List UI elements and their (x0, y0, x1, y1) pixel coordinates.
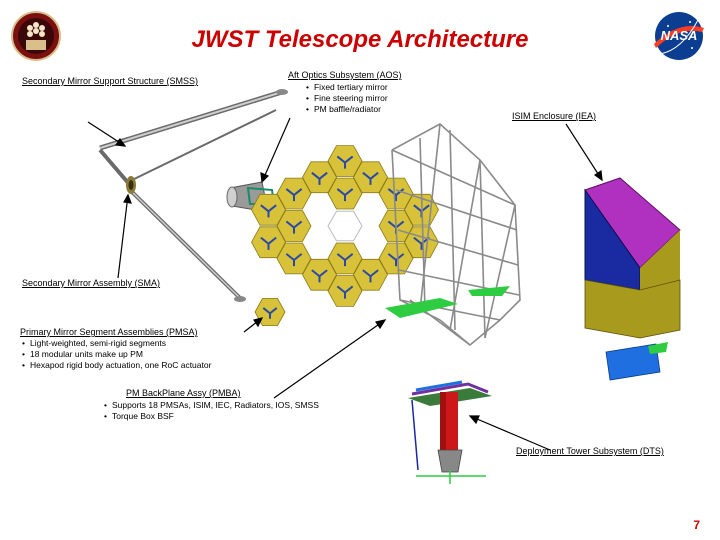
pmsa-bullet: 18 modular units make up PM (22, 349, 211, 360)
radiator-green-right (468, 286, 510, 296)
nasa-logo: NASA (652, 10, 706, 62)
segment-actuator (336, 253, 354, 267)
mirror-segment (276, 177, 312, 210)
label-pmba: PM BackPlane Assy (PMBA) Supports 18 PMS… (104, 388, 324, 422)
pmsa-bullets: Light-weighted, semi-rigid segments 18 m… (22, 338, 211, 371)
aos-bullet: Fine steering mirror (306, 93, 402, 104)
primary-mirror-center-opening (327, 210, 363, 242)
segment-actuator (336, 155, 354, 169)
pmsa-bullet: Hexapod rigid body actuation, one RoC ac… (22, 360, 211, 371)
segment-actuator (285, 188, 303, 202)
segment-actuator (311, 171, 328, 185)
pmsa-bullet: Light-weighted, semi-rigid segments (22, 338, 211, 349)
label-pmsa: Primary Mirror Segment Assemblies (PMSA)… (20, 327, 211, 371)
deployment-tower (408, 380, 492, 484)
label-aos-title: Aft Optics Subsystem (AOS) (288, 70, 402, 80)
mirror-segment (276, 210, 312, 242)
slide-title: JWST Telescope Architecture (191, 26, 529, 53)
sma (126, 176, 136, 194)
label-aos: Aft Optics Subsystem (AOS) Fixed tertiar… (288, 70, 402, 115)
segment-actuator (260, 236, 277, 250)
pm-backplane-truss (391, 123, 521, 347)
pmba-bullet: Supports 18 PMSAs, ISIM, IEC, Radiators,… (104, 400, 324, 411)
smss-hinge-lower (234, 296, 246, 302)
smss-hinge (276, 89, 288, 95)
segment-actuator (336, 285, 354, 299)
segment-actuator (311, 269, 328, 283)
smss-struts (98, 89, 283, 300)
primary-mirror-segments (251, 145, 439, 307)
detached-mirror-segment (254, 297, 286, 327)
segment-actuator (336, 188, 354, 202)
label-pmsa-title: Primary Mirror Segment Assemblies (PMSA) (20, 327, 198, 337)
segment-actuator (362, 171, 379, 185)
segment-actuator (387, 253, 405, 267)
segment-actuator (285, 253, 303, 267)
nasa-logo-text: NASA (661, 28, 698, 43)
aos-bullet: PM baffle/radiator (306, 104, 402, 115)
label-pmba-title: PM BackPlane Assy (PMBA) (126, 388, 241, 398)
pmba-bullet: Torque Box BSF (104, 411, 324, 422)
jwst-logo (10, 10, 62, 62)
segment-actuator (262, 307, 278, 319)
label-smss: Secondary Mirror Support Structure (SMSS… (22, 76, 199, 86)
mirror-segment (251, 226, 286, 259)
isim-enclosure (584, 177, 681, 339)
segment-actuator (362, 269, 379, 283)
segment-actuator (413, 236, 430, 250)
segment-actuator (285, 220, 303, 234)
segment-actuator (260, 204, 277, 218)
leader-arrows (87, 117, 603, 451)
label-sma: Secondary Mirror Assembly (SMA) (22, 278, 161, 288)
mirror-segment (276, 242, 312, 275)
pmba-bullets: Supports 18 PMSAs, ISIM, IEC, Radiators,… (104, 400, 324, 422)
page-number: 7 (693, 518, 700, 532)
iea-radiator (605, 342, 668, 381)
radiator-green-left (385, 298, 458, 318)
label-iea: ISIM Enclosure (IEA) (512, 111, 597, 121)
mirror-segment (251, 193, 286, 226)
mirror-segment (327, 177, 363, 210)
detached-pmsa (254, 297, 286, 327)
label-dts: Deployment Tower Subsystem (DTS) (516, 446, 664, 456)
mirror-segment (327, 242, 363, 275)
aos-bullet: Fixed tertiary mirror (306, 82, 402, 93)
aos-bullets: Fixed tertiary mirror Fine steering mirr… (306, 82, 402, 115)
